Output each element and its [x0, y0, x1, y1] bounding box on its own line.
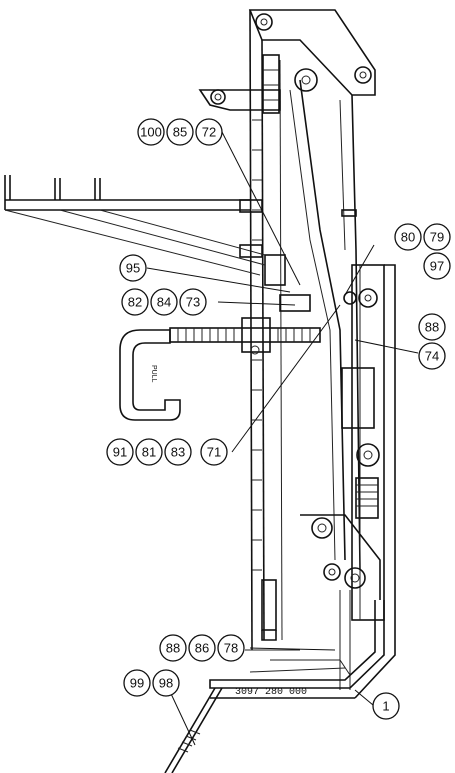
- balloon-82: 82: [121, 288, 149, 316]
- handle-label: PULL: [150, 365, 157, 383]
- leader-lines: [146, 131, 419, 746]
- svg-text:81: 81: [142, 445, 156, 460]
- svg-text:85: 85: [173, 125, 187, 140]
- balloon-72: 72: [195, 118, 223, 146]
- balloon-79: 79: [423, 223, 451, 251]
- balloon-88-right: 88: [418, 313, 446, 341]
- svg-text:73: 73: [186, 295, 200, 310]
- frame-assembly: [198, 9, 376, 651]
- drawing-number: 3097 280 000: [235, 687, 307, 698]
- latch-column: [300, 264, 385, 690]
- svg-text:84: 84: [157, 295, 171, 310]
- balloon-97: 97: [423, 252, 451, 280]
- svg-text:88: 88: [425, 320, 439, 335]
- svg-text:83: 83: [171, 445, 185, 460]
- balloon-100: 100: [137, 118, 165, 146]
- svg-text:86: 86: [195, 641, 209, 656]
- balloon-74: 74: [418, 342, 446, 370]
- svg-text:72: 72: [202, 125, 216, 140]
- balloon-83: 83: [164, 438, 192, 466]
- svg-text:91: 91: [113, 445, 127, 460]
- balloon-81: 81: [135, 438, 163, 466]
- balloon-73: 73: [179, 288, 207, 316]
- balloon-85: 85: [166, 118, 194, 146]
- pull-rod: [164, 687, 223, 773]
- balloon-84: 84: [150, 288, 178, 316]
- svg-text:88: 88: [166, 641, 180, 656]
- balloon-95: 95: [119, 254, 147, 282]
- svg-text:79: 79: [430, 230, 444, 245]
- balloon-71: 71: [200, 438, 228, 466]
- svg-text:98: 98: [159, 676, 173, 691]
- balloon-1: 1: [372, 692, 400, 720]
- base-plate: [209, 264, 396, 699]
- balloon-98: 98: [152, 669, 180, 697]
- svg-text:97: 97: [430, 259, 444, 274]
- svg-text:71: 71: [207, 445, 221, 460]
- svg-text:1: 1: [382, 699, 389, 714]
- balloon-80: 80: [394, 223, 422, 251]
- balloon-86: 86: [188, 634, 216, 662]
- handle-assembly: PULL: [119, 294, 321, 421]
- svg-text:74: 74: [425, 349, 439, 364]
- svg-text:100: 100: [140, 125, 162, 140]
- svg-text:99: 99: [130, 676, 144, 691]
- balloon-78: 78: [217, 634, 245, 662]
- balloon-91: 91: [106, 438, 134, 466]
- svg-text:95: 95: [126, 261, 140, 276]
- balloon-99: 99: [123, 669, 151, 697]
- svg-text:80: 80: [401, 230, 415, 245]
- svg-text:82: 82: [128, 295, 142, 310]
- fork-arms: [4, 175, 266, 276]
- svg-text:78: 78: [224, 641, 238, 656]
- balloon-88-bottom: 88: [159, 634, 187, 662]
